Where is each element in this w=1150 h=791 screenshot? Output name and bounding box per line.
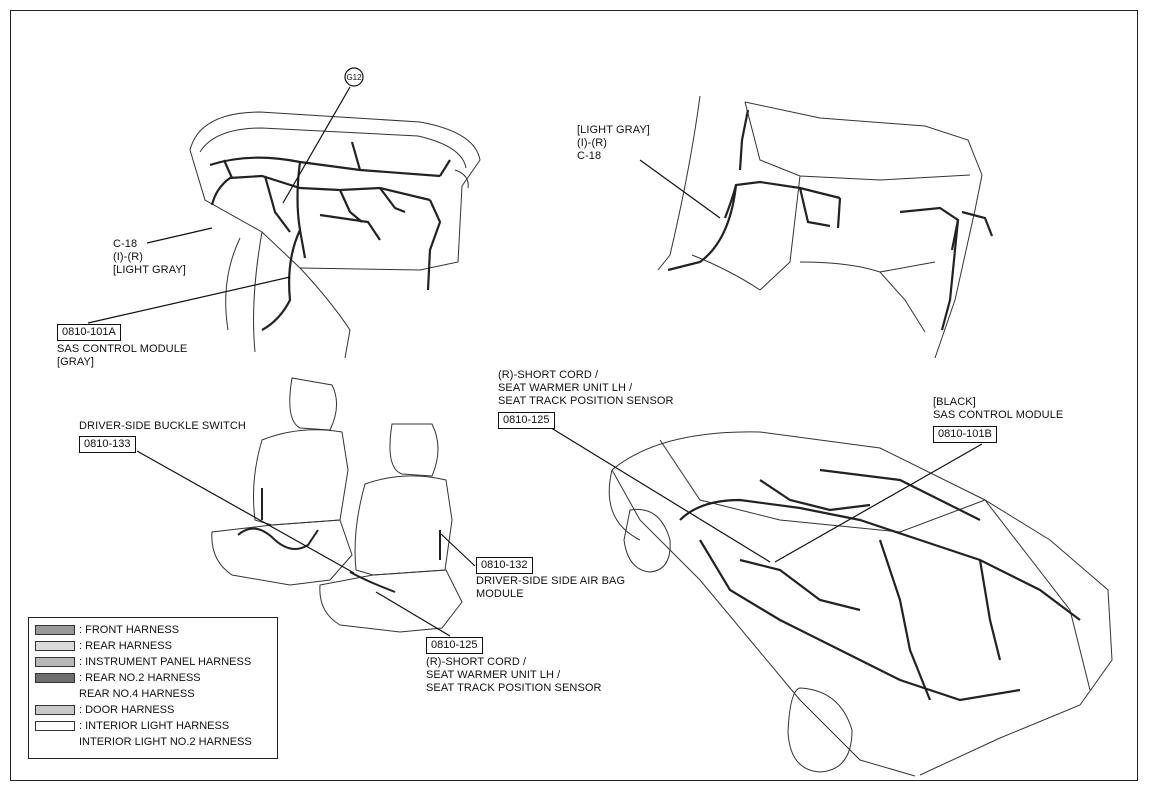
sas-black-code-box: 0810-101B [933,426,997,443]
seat-harness [237,488,441,593]
side-airbag-label: DRIVER-SIDE SIDE AIR BAG MODULE [476,575,626,600]
legend-swatch [35,721,75,731]
dashboard-harness [209,141,451,331]
short-cord-bottom-label: (R)-SHORT CORD / SEAT WARMER UNIT LH / S… [426,656,602,694]
c18-rear-label: [LIGHT GRAY] (I)-(R) C-18 [577,124,650,162]
short-cord-top-label: (R)-SHORT CORD / SEAT WARMER UNIT LH / S… [498,369,674,407]
short-cord-bottom-code-box: 0810-125 [426,637,483,654]
leader-lines [87,86,983,637]
rear-cabin-harness [667,109,994,331]
buckle-switch-label: DRIVER-SIDE BUCKLE SWITCH [79,420,246,432]
rear-cabin-illustration [657,95,983,359]
car-illustration [608,431,1113,777]
sas-front-code-box: 0810-101A [57,324,121,341]
legend-swatch [35,625,75,635]
dashboard-illustration [189,111,481,359]
short-cord-top-code-box: 0810-125 [498,412,555,429]
side-airbag-code-box: 0810-132 [476,557,533,574]
buckle-switch-code-box: 0810-133 [79,436,136,453]
sas-black-label: [BLACK] SAS CONTROL MODULE [933,396,1064,421]
legend-swatch [35,673,75,683]
sas-front-caption: SAS CONTROL MODULE [GRAY] [57,343,188,368]
front-seats-illustration [211,377,463,633]
legend-swatch [35,657,75,667]
legend-swatch [35,705,75,715]
legend-swatch [35,641,75,651]
car-harness [679,468,1081,702]
g12-label: G12 [346,73,362,82]
c18-front-label: C-18 (I)-(R) [LIGHT GRAY] [113,238,186,276]
diagram-frame [10,10,1138,781]
harness-legend: : FRONT HARNESS : REAR HARNESS : INSTRUM… [28,617,278,759]
ground-point-marker [344,67,364,87]
